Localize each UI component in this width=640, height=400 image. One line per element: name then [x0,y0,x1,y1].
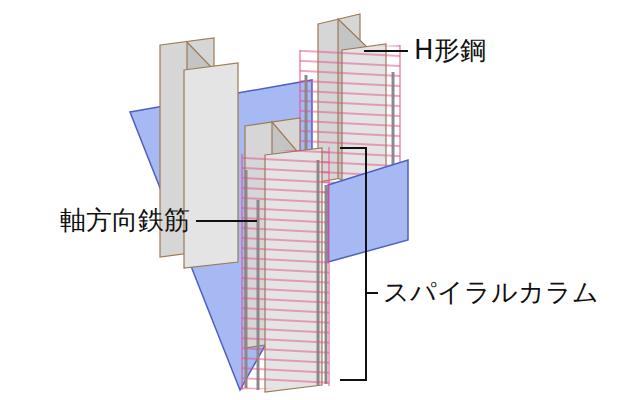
part-label: 軸方向鉄筋 [58,206,192,236]
leader-line [366,292,378,294]
spiral-hoop [242,147,329,390]
spiral-hoop [329,147,330,386]
part-label: スパイラルカラム [381,278,601,308]
wall-panel [328,160,408,262]
spiral-hoop [242,154,243,390]
leader-line [196,220,257,222]
leader-line [364,50,408,52]
part-label: H形鋼 [412,36,488,66]
bracket [340,148,366,380]
